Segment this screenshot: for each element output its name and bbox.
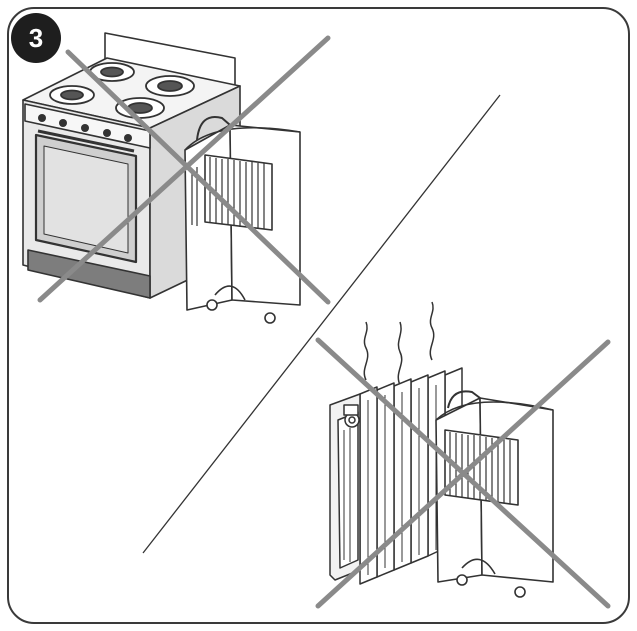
dehumidifier-grille-1 — [191, 157, 265, 229]
panel-divider — [142, 94, 501, 554]
step-badge-circle — [11, 13, 61, 63]
dehumidifier-illustration-2 — [435, 390, 554, 598]
stove-burners — [49, 62, 195, 119]
prohibition-cross-2 — [315, 337, 611, 609]
step-number: 3 — [29, 23, 43, 53]
step-number-badge: 3 — [11, 13, 61, 63]
prohibition-cross-1 — [37, 35, 331, 305]
heat-waves — [363, 301, 435, 386]
radiator-fin-lines — [343, 385, 437, 575]
stove-knobs — [38, 114, 132, 142]
